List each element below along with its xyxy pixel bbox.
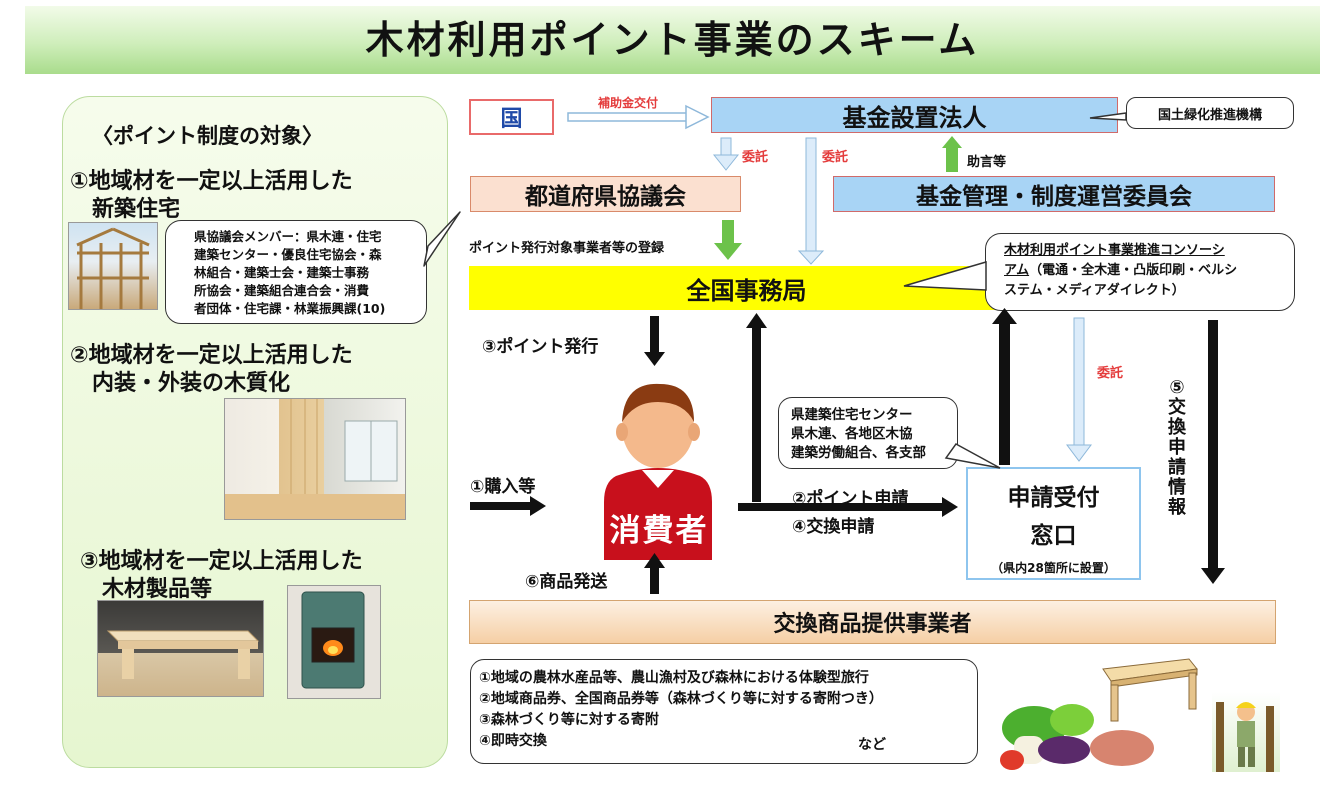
exchange-list-callout: ①地域の農林水産品等、農山漁村及び森林における体験型旅行 ②地域商品券、全国商品… [470, 659, 978, 764]
label-hojokin: 補助金交付 [598, 96, 659, 110]
council-line5: 者団体・住宅課・林業振興課(10) [194, 301, 386, 316]
center-line2: 県木連、各地区木協 [791, 426, 913, 442]
kikin-note-label: 国土緑化推進機構 [1157, 107, 1262, 123]
center-callout: 県建築住宅センター 県木連、各地区木協 建築労働組合、各支部 [778, 397, 958, 469]
label-kounyu: ①購入等 [470, 477, 536, 497]
arrow-itaku3 [1066, 317, 1092, 462]
center-line3: 建築労働組合、各支部 [791, 445, 926, 461]
madoguchi-line1: 申請受付 [1007, 485, 1100, 511]
exchange-item2: ②地域商品券、全国商品券等（森林づくり等に対する寄附つき） [479, 691, 883, 707]
consortium-line3: ステム・メディアダイレクト） [1004, 283, 1185, 298]
target-item3-line2: 木材製品等 [102, 577, 213, 602]
box-provider-label: 交換商品提供事業者 [773, 612, 972, 637]
arrow-madoguchi-up [992, 308, 1017, 465]
box-kuni-label: 国 [500, 107, 523, 132]
label-jogen: 助言等 [967, 155, 1007, 170]
box-madoguchi: 申請受付 窓口 （県内28箇所に設置） [966, 467, 1141, 580]
exchange-item4: ④即時交換 [479, 733, 547, 749]
label-itaku3: 委託 [1097, 366, 1124, 381]
council-line4: 所協会・建築組合連合会・消費 [194, 283, 370, 298]
consortium-line2-rest: （電通・全木連・凸版印刷・ベルシ [1029, 263, 1238, 278]
arrow-consumer-up [746, 313, 767, 502]
arrow-point-hakko [644, 316, 665, 366]
target-item1-line1: ①地域材を一定以上活用した [70, 169, 353, 194]
consortium-callout: 木材利用ポイント事業推進コンソーシ アム（電通・全木連・凸版印刷・ベルシ ステム… [985, 233, 1295, 311]
vegetables-illustration [994, 700, 1169, 772]
label-koukan-shinsei: ④交換申請 [792, 517, 875, 537]
arrow-hojokin [567, 104, 710, 130]
box-kuni: 国 [469, 99, 554, 135]
target-item1-line2: 新築住宅 [92, 197, 181, 222]
label-touroku: ポイント発行対象事業者等の登録 [469, 241, 665, 256]
forester-illustration [1212, 692, 1280, 772]
kikin-note: 国土緑化推進機構 [1126, 97, 1294, 129]
exchange-item1: ①地域の農林水産品等、農山漁村及び森林における体験型旅行 [479, 670, 869, 686]
box-jimukyoku-label: 全国事務局 [686, 276, 807, 305]
target-item2-line1: ②地域材を一定以上活用した [70, 343, 353, 368]
box-provider: 交換商品提供事業者 [469, 600, 1276, 644]
council-line2: 建築センター・優良住宅協会・森 [194, 247, 382, 262]
consumer-label: 消費者 [609, 513, 709, 549]
madoguchi-line2: 窓口 [1030, 523, 1077, 549]
title-bar [25, 6, 1320, 74]
arrow-itaku2 [797, 137, 825, 265]
box-iinkai-label: 基金管理・制度運営委員会 [916, 184, 1192, 210]
arrow-kounyu [470, 496, 546, 516]
arrow-koukan-joho [1201, 320, 1225, 584]
arrow-shinsei [738, 497, 958, 517]
label-itaku1: 委託 [742, 150, 769, 165]
box-todofuken-label: 都道府県協議会 [525, 184, 686, 210]
box-iinkai: 基金管理・制度運営委員会 [833, 176, 1275, 212]
wood-frame-photo [68, 222, 158, 310]
arrow-shohin-hasso [644, 553, 665, 594]
council-members-callout: 県協議会メンバー：県木連・住宅 建築センター・優良住宅協会・森 林組合・建築士会… [165, 220, 427, 324]
interior-photo [224, 398, 406, 520]
bench-photo [97, 600, 264, 697]
callout-pointers [423, 112, 1127, 469]
arrow-jogen [942, 136, 962, 172]
stove-photo [287, 585, 381, 699]
exchange-item3: ③森林づくり等に対する寄附 [479, 712, 659, 728]
exchange-nado: など [858, 737, 886, 753]
label-point-hakko: ③ポイント発行 [482, 337, 599, 357]
arrow-touroku [714, 220, 742, 260]
label-shohin-hasso: ⑥商品発送 [525, 572, 608, 592]
box-todofuken: 都道府県協議会 [470, 176, 741, 212]
page-title: 木材利用ポイント事業のスキーム [365, 18, 980, 62]
arrow-itaku1 [712, 137, 740, 171]
label-koukan-joho: ⑤交換申請情報 [1168, 377, 1186, 518]
label-itaku2: 委託 [822, 150, 849, 165]
center-line1: 県建築住宅センター [791, 407, 913, 423]
target-item2-line2: 内装・外装の木質化 [92, 371, 291, 396]
madoguchi-note: （県内28箇所に設置） [991, 561, 1116, 575]
box-kikin: 基金設置法人 [711, 97, 1118, 133]
person-icon [604, 383, 712, 560]
table-illustration [1097, 655, 1202, 725]
council-line1: 県協議会メンバー：県木連・住宅 [194, 229, 382, 244]
consortium-line2-underlined: アム [1004, 263, 1030, 278]
consumer-figure [588, 372, 728, 560]
consortium-line1: 木材利用ポイント事業推進コンソーシ [1004, 243, 1225, 258]
target-heading: 〈ポイント制度の対象〉 [92, 124, 323, 148]
council-line3: 林組合・建築士会・建築士事務 [194, 265, 370, 280]
target-item3-line1: ③地域材を一定以上活用した [80, 549, 363, 574]
box-kikin-label: 基金設置法人 [842, 103, 987, 132]
